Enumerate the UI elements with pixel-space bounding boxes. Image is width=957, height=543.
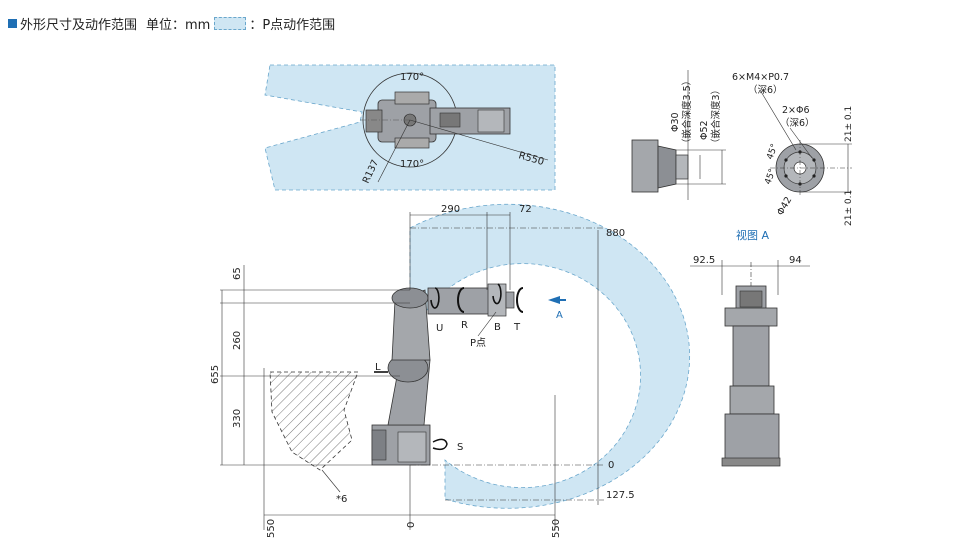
front-view: 92.5 94 xyxy=(690,255,810,467)
axis-u-label: U xyxy=(436,323,443,334)
side-view: U R B T P点 L S A *6 290 72 880 xyxy=(210,203,691,538)
header: 外形尺寸及动作范围 单位：mm ：P点动作范围 xyxy=(8,12,335,34)
p-point-label: P点 xyxy=(470,337,486,349)
bottom-left-label: 550 xyxy=(266,519,277,538)
dim-330-label: 330 xyxy=(232,409,243,428)
axis-r-label: R xyxy=(461,320,468,331)
axis-s-label: S xyxy=(457,442,463,453)
t-axis-arrow-icon xyxy=(516,287,524,313)
dim-880-label: 880 xyxy=(606,228,625,239)
phi30-label: Φ30 xyxy=(670,112,681,132)
angle-top-label: 170° xyxy=(400,72,424,83)
view-a-caption: 视图 A xyxy=(736,228,769,242)
dim-0-right-label: 0 xyxy=(608,460,614,471)
legend-label: ：P点动作范围 xyxy=(249,17,336,33)
screw-depth-label: （深6） xyxy=(748,84,783,96)
note-label: *6 xyxy=(336,494,347,505)
tol-top-label: 21± 0.1 xyxy=(844,106,854,142)
dim-72-label: 72 xyxy=(519,204,532,215)
pin-label: 2×Φ6 xyxy=(782,105,810,116)
bottom-mid-label: 0 xyxy=(406,522,417,528)
range-swatch-icon xyxy=(214,16,247,30)
view-a-arrow-icon xyxy=(548,296,560,304)
front-dim-left-label: 92.5 xyxy=(693,255,715,266)
flange-side-view: Φ30 （嵌合深度3.5） Φ52 （嵌合深度3） xyxy=(631,70,726,200)
dim-655-label: 655 xyxy=(210,365,221,384)
phi52-label: Φ52 xyxy=(699,120,710,140)
unit-label: 单位：mm xyxy=(146,17,211,33)
phi30-note-label: （嵌合深度3.5） xyxy=(681,76,693,148)
dim-290-label: 290 xyxy=(441,204,460,215)
u-axis-arrow-icon xyxy=(430,287,440,309)
axis-t-label: T xyxy=(513,322,521,333)
axis-l-label: L xyxy=(375,362,381,373)
front-view-robot xyxy=(721,285,781,467)
screw-label: 6×M4×P0.7 xyxy=(732,72,789,83)
front-dim-right-label: 94 xyxy=(789,255,802,266)
side-view-robot xyxy=(371,283,515,466)
phi52-note-label: （嵌合深度3） xyxy=(710,85,722,148)
pin-depth-label: （深6） xyxy=(780,117,815,129)
s-axis-arrow-icon xyxy=(432,438,448,451)
header-title: 外形尺寸及动作范围 xyxy=(20,17,138,33)
b-axis-arrow-icon xyxy=(492,283,502,305)
dim-127-label: 127.5 xyxy=(606,490,635,501)
hatched-region xyxy=(269,371,359,471)
angle2-label: 45° xyxy=(763,168,778,186)
top-view: 170° 170° R137 R550 xyxy=(264,64,556,191)
view-a-arrow-label: A xyxy=(556,310,563,321)
flange-face-view: 6×M4×P0.7 （深6） 2×Φ6 （深6） 45° 45° Φ42 21±… xyxy=(732,72,854,242)
dim-260-label: 260 xyxy=(232,331,243,350)
tol-bottom-label: 21± 0.1 xyxy=(844,190,854,226)
title-marker-icon xyxy=(8,18,17,28)
r-axis-arrow-icon xyxy=(457,287,465,313)
phi42-label: Φ42 xyxy=(775,195,794,217)
axis-b-label: B xyxy=(494,322,501,333)
side-view-range xyxy=(409,203,691,509)
dim-65-label: 65 xyxy=(232,267,243,280)
bottom-right-label: 550 xyxy=(551,519,562,538)
angle-bottom-label: 170° xyxy=(400,159,424,170)
